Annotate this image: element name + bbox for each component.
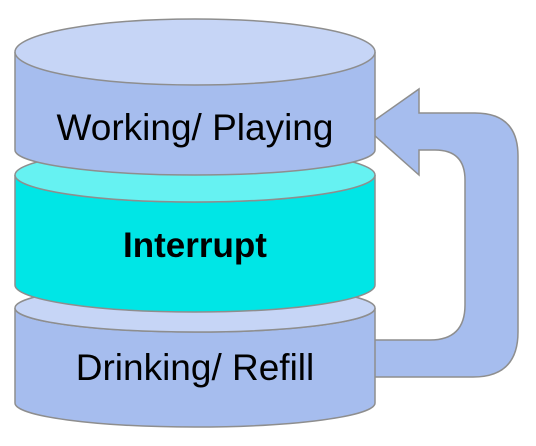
working-playing-top [14,18,376,86]
working-playing-label: Working/ Playing [57,107,334,148]
drinking-refill-label: Drinking/ Refill [76,347,315,388]
interrupt-label: Interrupt [123,226,267,265]
working-playing-layer [14,18,376,176]
return-arrow [357,87,519,378]
